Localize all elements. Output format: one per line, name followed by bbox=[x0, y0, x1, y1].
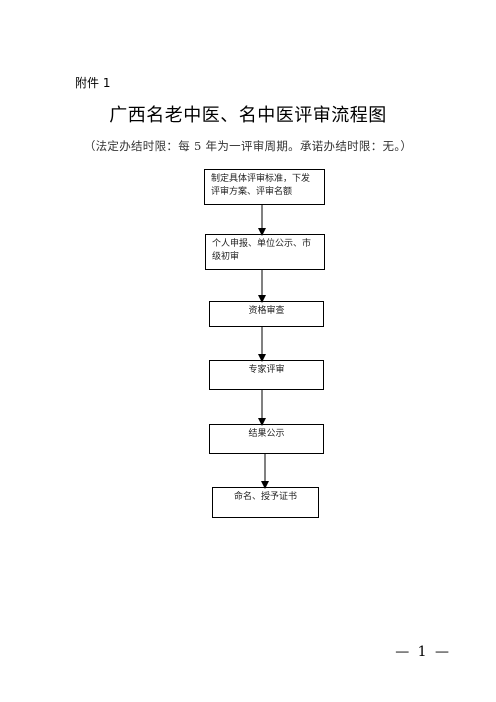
step-box-6: 命名、授予证书 bbox=[212, 487, 319, 518]
step-box-1: 制定具体评审标准，下发评审方案、评审名额 bbox=[204, 169, 325, 205]
attachment-label: 附件 1 bbox=[75, 76, 111, 90]
step-box-2: 个人申报、单位公示、市级初审 bbox=[205, 234, 325, 270]
document-title: 广西名老中医、名中医评审流程图 bbox=[109, 105, 387, 126]
time-limit-note: （法定办结时限：每 5 年为一评审周期。承诺办结时限：无。） bbox=[83, 139, 413, 153]
page-number: — 1 — bbox=[395, 644, 451, 660]
step-box-4: 专家评审 bbox=[209, 360, 324, 390]
step-box-5: 结果公示 bbox=[209, 424, 324, 454]
step-box-3: 资格审查 bbox=[209, 301, 324, 327]
